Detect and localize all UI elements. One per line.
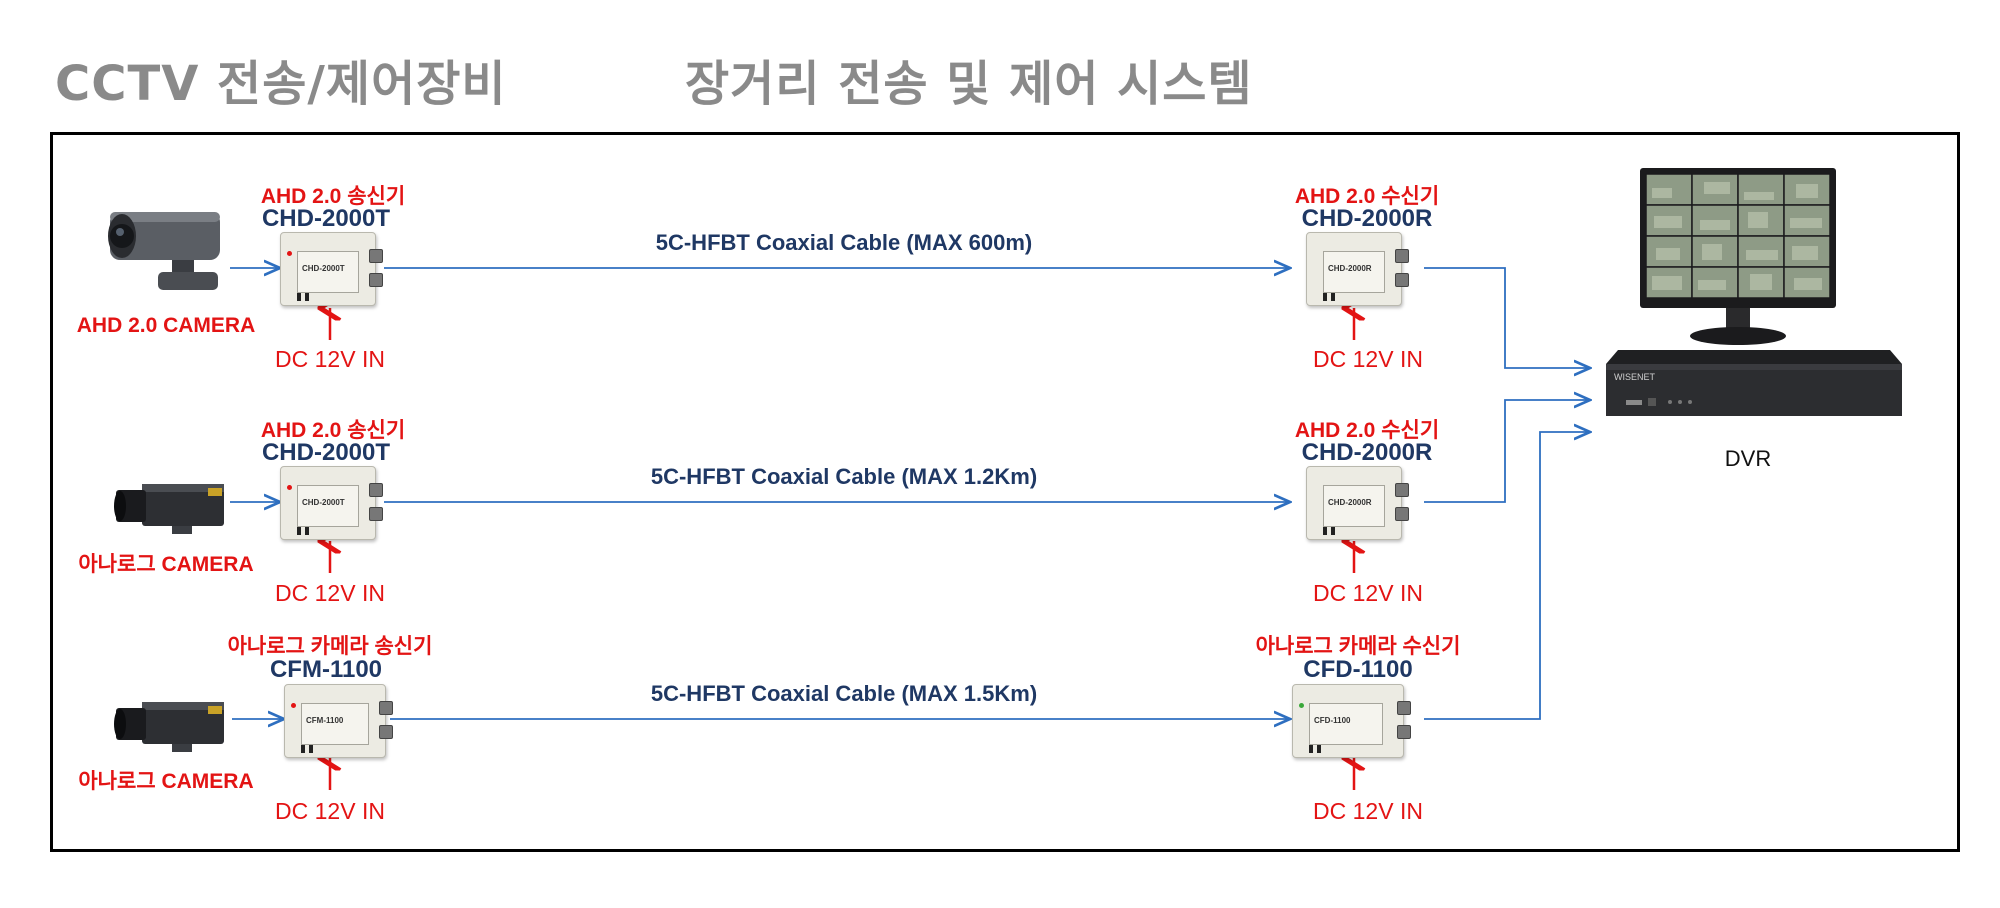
tx-device-1: CHD-2000T xyxy=(280,232,383,306)
tx-power-1: DC 12V IN xyxy=(275,346,385,372)
tx-model-2: CHD-2000T xyxy=(261,439,391,466)
rx-power-1: DC 12V IN xyxy=(1313,346,1423,372)
camera-label-2: 아나로그 CAMERA xyxy=(78,553,254,576)
bullet-camera-icon xyxy=(108,212,220,290)
rx-power-3: DC 12V IN xyxy=(1313,798,1423,824)
rx-power-2: DC 12V IN xyxy=(1313,580,1423,606)
cable-label-2: 5C-HFBT Coaxial Cable (MAX 1.2Km) xyxy=(650,464,1038,489)
camera-label-1: AHD 2.0 CAMERA xyxy=(76,314,256,337)
rx-type-3: 아나로그 카메라 수신기 xyxy=(1255,635,1461,658)
dvr-label: DVR xyxy=(1724,446,1772,471)
tx-power-3: DC 12V IN xyxy=(275,798,385,824)
cable-label-3: 5C-HFBT Coaxial Cable (MAX 1.5Km) xyxy=(650,681,1038,706)
tx-type-3: 아나로그 카메라 송신기 xyxy=(227,635,433,658)
cable-label-1: 5C-HFBT Coaxial Cable (MAX 600m) xyxy=(655,230,1033,255)
rx-to-dvr-line-2 xyxy=(1424,400,1590,503)
rx-model-1: CHD-2000R xyxy=(1301,205,1433,232)
tx-type-2: AHD 2.0 송신기 xyxy=(260,419,406,442)
camera-label-3: 아나로그 CAMERA xyxy=(78,770,254,793)
page-title-left: CCTV 전송/제어장비 xyxy=(55,56,507,112)
rx-to-dvr-line-3 xyxy=(1424,432,1590,720)
monitor-icon xyxy=(1640,168,1836,345)
box-camera-icon xyxy=(114,484,224,534)
rx-device-2: CHD-2000R xyxy=(1306,466,1409,540)
diagram-frame xyxy=(50,132,1960,852)
tx-model-1: CHD-2000T xyxy=(261,205,391,232)
rx-model-3: CFD-1100 xyxy=(1303,656,1413,683)
dvr-recorder-icon: WISENET xyxy=(1606,350,1902,416)
tx-device-3: CFM-1100 xyxy=(284,684,393,758)
tx-power-2: DC 12V IN xyxy=(275,580,385,606)
rx-model-2: CHD-2000R xyxy=(1301,439,1433,466)
tx-device-2: CHD-2000T xyxy=(280,466,383,540)
rx-to-dvr-line-1 xyxy=(1424,267,1590,368)
dvr-brand: WISENET xyxy=(1614,372,1656,382)
page-title-right: 장거리 전송 및 제어 시스템 xyxy=(685,56,1253,112)
rx-device-1: CHD-2000R xyxy=(1306,232,1409,306)
rx-type-1: AHD 2.0 수신기 xyxy=(1294,185,1440,208)
rx-type-2: AHD 2.0 수신기 xyxy=(1294,419,1440,442)
box-camera-icon xyxy=(114,702,224,752)
rx-device-3: CFD-1100 xyxy=(1292,684,1411,758)
tx-model-3: CFM-1100 xyxy=(269,656,383,683)
tx-type-1: AHD 2.0 송신기 xyxy=(260,185,406,208)
